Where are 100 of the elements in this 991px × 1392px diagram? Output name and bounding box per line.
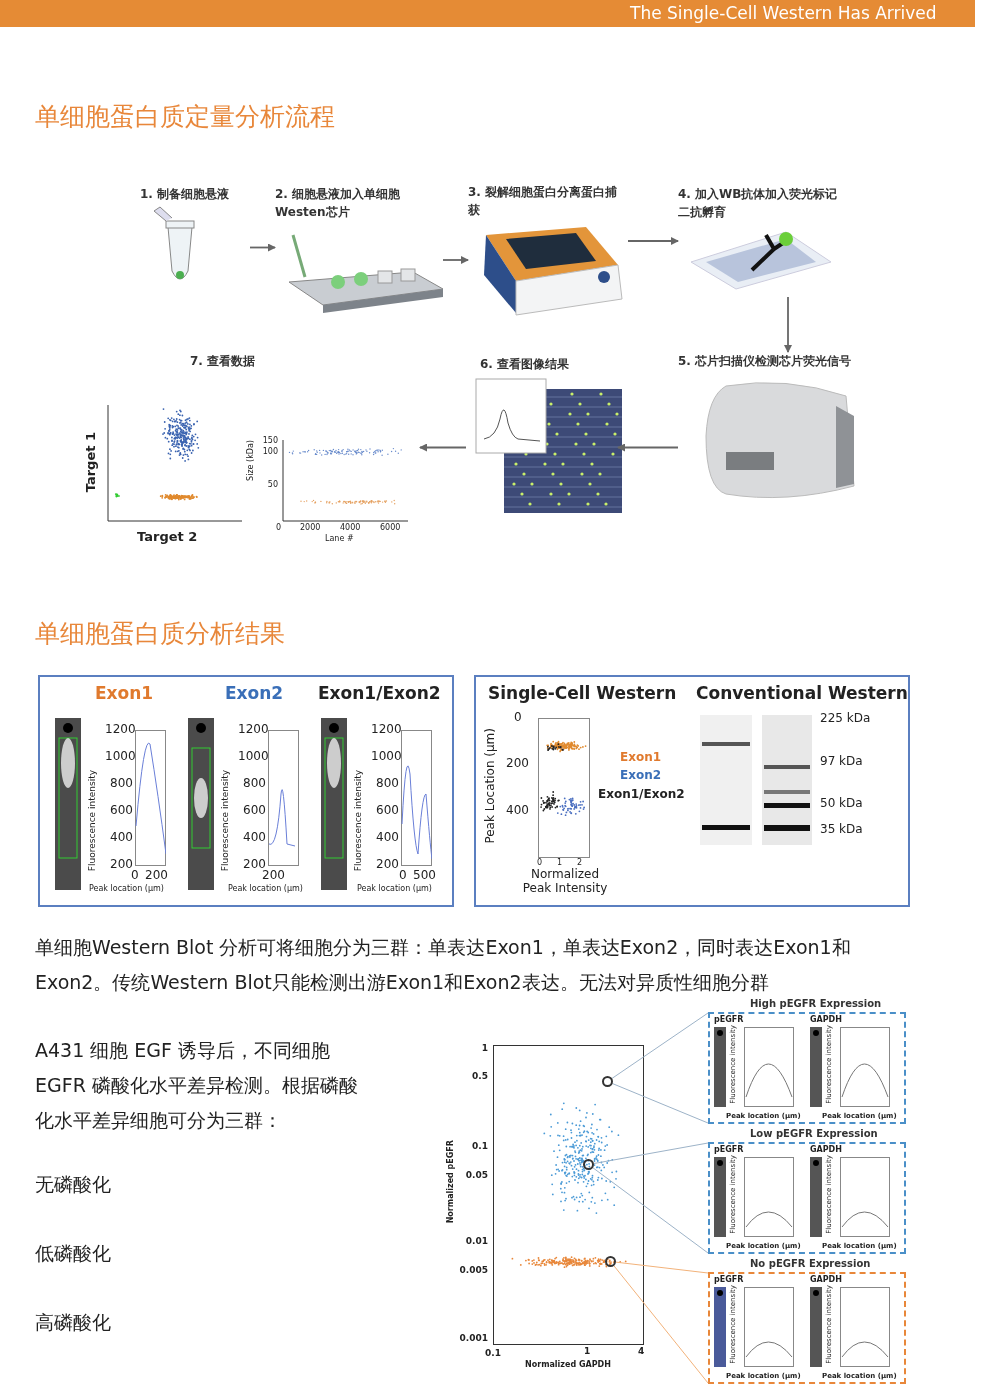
axis-label: Exon1: [620, 751, 662, 765]
list-item: 无磷酸化: [35, 1174, 111, 1196]
axis-label: 0: [537, 858, 543, 868]
axis-label: Peak location (μm): [89, 884, 164, 894]
axis-label: 200: [109, 858, 133, 871]
axis-label: 0: [399, 869, 407, 883]
axis-label: pEGFR: [714, 1275, 744, 1285]
leader-line: [612, 1083, 709, 1124]
axis-label: 150: [261, 436, 278, 446]
axis-label: 225 kDa: [820, 712, 871, 726]
axis-label: 1000: [238, 750, 266, 764]
axis-label: 400: [506, 804, 529, 818]
step-label: 2. 细胞悬液加入单细胞Westen芯片: [275, 186, 402, 221]
axis-label: 0.001: [458, 1333, 488, 1344]
header-tagline: The Single-Cell Western Has Arrived: [630, 4, 937, 24]
axis-label: Exon2: [620, 769, 662, 783]
axis-label: 500: [413, 869, 436, 883]
axis-label: 2000: [300, 523, 321, 533]
arrow: [784, 296, 792, 353]
step-label: 4. 加入WB抗体加入荧光标记二抗孵育: [678, 186, 838, 221]
axis-label: 0.005: [458, 1265, 488, 1276]
axis-label: 0.1: [471, 1141, 488, 1152]
panel-heading: Conventional Western: [696, 683, 908, 703]
arrow: [249, 243, 276, 252]
leader-line: [611, 1012, 709, 1079]
axis-label: 1200: [238, 723, 266, 737]
axis-label: 200: [375, 858, 399, 872]
section-heading: 单细胞蛋白质分析结果: [35, 620, 285, 649]
axis-label: 100: [261, 447, 278, 457]
panel-heading: No pEGFR Expression: [750, 1258, 871, 1269]
axis-label: 6000: [380, 523, 401, 533]
arrow: [419, 443, 467, 452]
list-item: 低磷酸化: [35, 1243, 111, 1265]
leader-line: [615, 1261, 709, 1274]
axis-label: 1200: [105, 723, 133, 737]
axis-label: 0.05: [464, 1170, 488, 1181]
result-panel: [474, 675, 910, 907]
arrow: [627, 237, 679, 245]
leader-line: [593, 1142, 709, 1165]
axis-label: 1: [480, 1043, 488, 1054]
panel-heading: Single-Cell Western: [488, 683, 677, 703]
step-label: 3. 裂解细胞蛋白分离蛋白捕获: [468, 184, 619, 219]
body-paragraph: A431 细胞 EGF 诱导后，不同细胞EGFR 磷酸化水平差异检测。根据磷酸化水平差异细胞可分为三群：: [35, 1038, 359, 1133]
axis-label: Peak location (μm): [228, 884, 303, 894]
axis-label: Fluorescence intensity: [353, 770, 364, 872]
axis-label: 50: [266, 480, 278, 490]
axis-label: 0: [514, 711, 522, 725]
axis-label: 97 kDa: [820, 755, 863, 769]
axis-label: GAPDH: [810, 1015, 842, 1025]
axis-label: Lane #: [325, 534, 354, 544]
section-heading: 单细胞蛋白质定量分析流程: [35, 103, 335, 132]
axis-label: Peak Location (μm): [484, 728, 498, 844]
panel-heading: Exon2: [225, 683, 284, 703]
sample-circle: [602, 1076, 613, 1087]
axis-label: pEGFR: [714, 1145, 744, 1155]
axis-label: Exon1/Exon2: [598, 788, 685, 802]
axis-label: 0.01: [464, 1236, 488, 1247]
axis-label: 1: [584, 1346, 591, 1357]
leader-line: [592, 1167, 709, 1254]
axis-label: 200: [262, 869, 285, 883]
panel-heading: Exon1: [95, 683, 154, 703]
axis-label: GAPDH: [810, 1145, 842, 1155]
axis-label: Normalized GAPDH: [525, 1360, 611, 1370]
axis-label: 2: [577, 858, 583, 868]
step-label: 7. 查看数据: [189, 353, 257, 370]
axis-label: 0.1: [485, 1348, 501, 1359]
axis-label: GAPDH: [810, 1275, 842, 1285]
axis-label: 1000: [105, 750, 133, 764]
axis-label: 0: [131, 869, 139, 883]
result-panel: [38, 675, 454, 907]
axis-label: pEGFR: [714, 1015, 744, 1025]
axis-label: 600: [109, 804, 133, 818]
step-label: 6. 查看图像结果: [479, 356, 571, 373]
axis-label: 800: [242, 777, 266, 791]
arrow: [617, 443, 679, 452]
axis-label: 35 kDa: [820, 823, 863, 837]
list-item: 高磷酸化: [35, 1312, 111, 1334]
panel-heading: Low pEGFR Expression: [750, 1128, 878, 1139]
axis-label: 400: [375, 831, 399, 845]
step-label: 5. 芯片扫描仪检测芯片荧光信号: [678, 353, 853, 370]
axis-label: Fluorescence intensity: [87, 770, 98, 872]
axis-label: Size (kDa): [246, 440, 256, 481]
axis-label: 200: [145, 869, 168, 883]
axis-label: 0: [276, 523, 282, 533]
axis-label: 800: [109, 777, 133, 791]
axis-label: 50 kDa: [820, 797, 863, 811]
body-paragraph: 单细胞Western Blot 分析可将细胞分为三群：单表达Exon1，单表达Exon2，同时表达Exon1和Exon2。传统Western Blot只能检测出游Exon1和Exon2表达。无法对异质性细胞分群: [35, 935, 852, 995]
leader-line: [613, 1265, 709, 1384]
axis-label: 1000: [371, 750, 399, 764]
axis-label: 200: [242, 858, 266, 871]
axis-label: 400: [109, 831, 133, 845]
axis-label: 800: [375, 777, 399, 791]
axis-label: Peak location (μm): [357, 884, 432, 894]
axis-label: Normalized Peak Intensity: [521, 868, 609, 896]
axis-label: 1200: [371, 723, 399, 737]
axis-label: Normalized pEGFR: [446, 1140, 456, 1224]
panel-heading: High pEGFR Expression: [750, 998, 882, 1009]
step-label: 1. 制备细胞悬液: [140, 186, 231, 203]
axis-label: 4: [638, 1346, 645, 1357]
axis-label: 4000: [340, 523, 361, 533]
